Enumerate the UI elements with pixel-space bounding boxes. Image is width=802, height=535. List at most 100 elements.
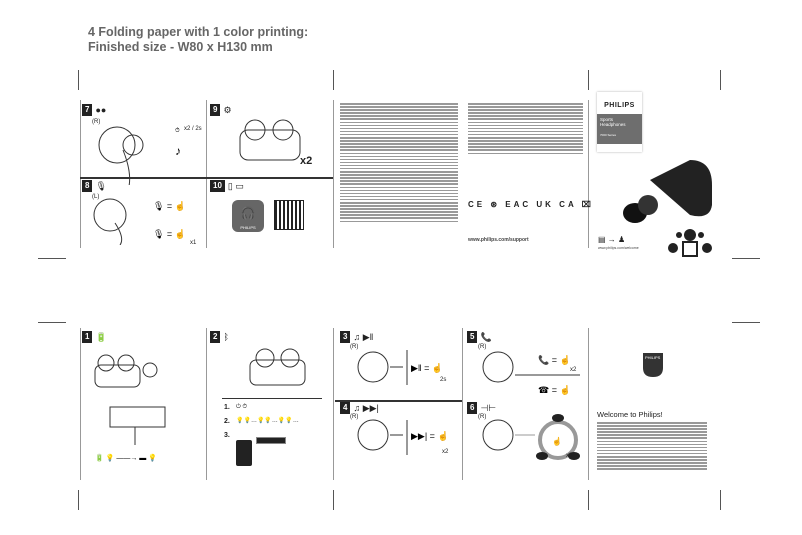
divider — [80, 177, 206, 179]
bluetooth-icon: ᛒ — [223, 332, 229, 342]
app-label: PHILIPS — [240, 225, 256, 230]
crop-mark — [588, 70, 589, 90]
fold-line — [588, 328, 589, 480]
fold-line — [206, 328, 207, 480]
crop-mark — [333, 70, 334, 90]
ear-touch-illustration: ▶▶| = ☝ — [357, 419, 449, 455]
step-number: 10 — [210, 180, 225, 192]
divider — [206, 177, 333, 179]
phone-icon — [236, 440, 252, 466]
certification-marks: CE ⊛ EAC UK CA ⌧ — [468, 200, 594, 209]
fold-line — [333, 100, 334, 248]
app-store-icon: ▯ ▭ — [227, 180, 244, 191]
fold-line — [80, 100, 81, 248]
step-number: 1 — [82, 331, 93, 343]
case-illustration — [249, 348, 306, 386]
tap-count: x2 — [570, 367, 577, 373]
step-number: 8 — [82, 180, 93, 192]
play-pause-icon: ♫ ▶‖ — [353, 331, 374, 342]
step-number: 4 — [340, 402, 351, 414]
svg-text:▶▶| = ☝: ▶▶| = ☝ — [411, 430, 449, 442]
product-line-1: Sports — [600, 117, 614, 122]
svg-text:⏱: ⏱ — [175, 127, 180, 134]
svg-text:🎙 = ☝: 🎙 = ☝ — [153, 200, 186, 212]
product-series: 7000 Series — [600, 133, 617, 137]
crop-mark — [732, 258, 760, 259]
tap-count: x3 — [566, 453, 573, 459]
pair-icons: ⏻ ⏱💡💡…💡💡…💡💡… — [236, 404, 299, 424]
fold-line — [80, 328, 81, 480]
step-number: 2 — [210, 331, 221, 343]
pair-step-3: 3. — [224, 432, 230, 439]
fold-line — [333, 328, 334, 480]
side-label: (L) — [92, 194, 100, 200]
fold-line — [588, 100, 589, 248]
svg-text:▶‖ = ☝: ▶‖ = ☝ — [411, 362, 443, 374]
reset-icon: ⚙ — [223, 104, 232, 115]
mic-mute-illustration: 🎙 = ☝ 🎙 = ☝ — [93, 198, 186, 245]
svg-text:📞 = ☝: 📞 = ☝ — [538, 354, 571, 366]
charging-case-illustration — [239, 119, 301, 161]
side-label: (R) — [478, 344, 487, 350]
ear-touch-illustration: ▶‖ = ☝ — [357, 350, 443, 385]
ear-touch-illustration: ⏱♪ — [98, 126, 181, 185]
crop-mark — [588, 490, 589, 510]
crop-mark — [38, 322, 66, 323]
spec-title: 4 Folding paper with 1 color printing: F… — [88, 25, 308, 55]
side-label: (R) — [350, 414, 359, 420]
step-number: 3 — [340, 331, 351, 343]
step-number: 6 — [467, 402, 478, 414]
hold-duration: 2s — [440, 377, 447, 383]
step-6-header: 6⊣⊢ — [467, 402, 496, 414]
qr-code[interactable] — [274, 200, 304, 230]
step-7-header: 7●● — [82, 104, 106, 116]
step-number: 9 — [210, 104, 221, 116]
side-label: (R) — [478, 414, 487, 420]
svg-text:🔋 💡 ——→ ▬ 💡: 🔋 💡 ——→ ▬ 💡 — [95, 453, 157, 462]
crop-mark — [333, 490, 334, 510]
philips-shield-logo: PHILIPS — [643, 353, 663, 377]
eac-mark: EAC — [505, 200, 532, 209]
mode-cycle-illustration: ☝ — [482, 414, 580, 460]
tap-count: x2 — [442, 449, 449, 455]
step-8-header: 8🎙 — [82, 180, 107, 192]
product-line-2: Headphones — [600, 122, 626, 127]
fold-line — [462, 328, 463, 480]
side-label: (R) — [350, 344, 359, 350]
tap-count: x1 — [190, 240, 197, 246]
philips-app-icon[interactable]: 🎧PHILIPS — [232, 200, 264, 232]
anc-mode-icon: ⊣⊢ — [480, 402, 497, 413]
welcome-url[interactable]: www.philips.com/welcome — [598, 246, 639, 250]
earbuds-case-photo — [623, 160, 712, 223]
step-5-header: 5📞 — [467, 331, 492, 343]
svg-text:☎ = ☝: ☎ = ☝ — [538, 384, 571, 396]
crop-mark — [78, 490, 79, 510]
crop-mark — [38, 258, 66, 259]
step-9-header: 9⚙ — [210, 104, 232, 116]
pair-step-2: 2. — [224, 418, 230, 425]
ukca-mark: UK CA — [536, 200, 577, 209]
divider — [335, 400, 462, 402]
support-url[interactable]: www.philips.com/support — [468, 237, 529, 243]
svg-text:🎙 = ☝: 🎙 = ☝ — [153, 228, 186, 240]
spec-text — [468, 103, 583, 156]
press-count: x2 — [300, 155, 313, 167]
svg-text:PHILIPS: PHILIPS — [645, 355, 661, 360]
brand-logo: PHILIPS — [604, 102, 635, 109]
welcome-heading: Welcome to Philips! — [597, 410, 663, 419]
pair-step-1: 1. — [224, 404, 230, 411]
step-10-header: 10▯ ▭ — [210, 180, 244, 192]
ce-mark: CE — [468, 200, 486, 209]
crop-mark — [732, 322, 760, 323]
call-illustration: 📞 = ☝ ☎ = ☝ — [482, 351, 580, 396]
support-icons — [668, 229, 712, 257]
hold-duration: x2 / 2s — [184, 126, 202, 132]
crop-mark — [78, 70, 79, 90]
microphone-icon: 🎙 — [95, 180, 107, 191]
device-select-button[interactable] — [256, 437, 286, 444]
svg-text:☝: ☝ — [552, 436, 562, 446]
fold-line — [206, 100, 207, 248]
step-4-header: 4♫ ▶▶| — [340, 402, 379, 414]
philips-cover-label: PHILIPS Sports Headphones 7000 Series — [597, 92, 642, 152]
